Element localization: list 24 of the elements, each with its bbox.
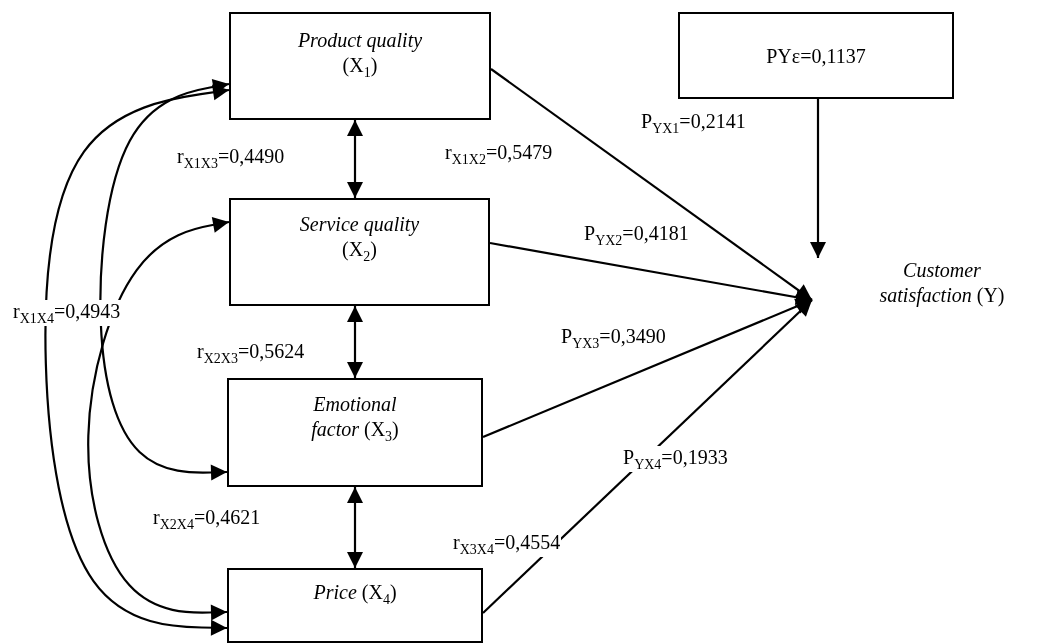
- variable-box: [229, 198, 490, 306]
- arrow: [347, 120, 363, 198]
- variable-label: Emotional factor (X$_{3}$): [310, 392, 400, 446]
- coefficient-label: r$_{X1X4}$=0,4943: [12, 300, 122, 327]
- variable-label: PYε=0,1137: [765, 44, 867, 69]
- arrow: [489, 241, 813, 306]
- variable-label: Service quality (X$_{2}$): [298, 212, 421, 266]
- coefficient-label: P$_{YX4}$=0,1933: [622, 446, 729, 473]
- variable-box: [227, 568, 483, 643]
- arrow: [482, 299, 813, 614]
- curved-arrow: [99, 79, 230, 481]
- variable-box: [227, 378, 483, 487]
- arrow: [810, 99, 826, 258]
- variable-label: Customer satisfaction (Y): [878, 258, 1006, 308]
- variable-label: Product quality (X$_{1}$): [296, 28, 424, 82]
- arrow: [347, 487, 363, 568]
- variable-label: Price (X$_{4}$): [312, 580, 398, 609]
- arrow: [347, 306, 363, 378]
- arrow: [482, 298, 813, 438]
- variable-box: [229, 12, 491, 120]
- curved-arrow: [87, 217, 230, 621]
- curved-arrow: [44, 84, 230, 636]
- variable-box: [678, 12, 954, 99]
- arrow: [490, 68, 813, 301]
